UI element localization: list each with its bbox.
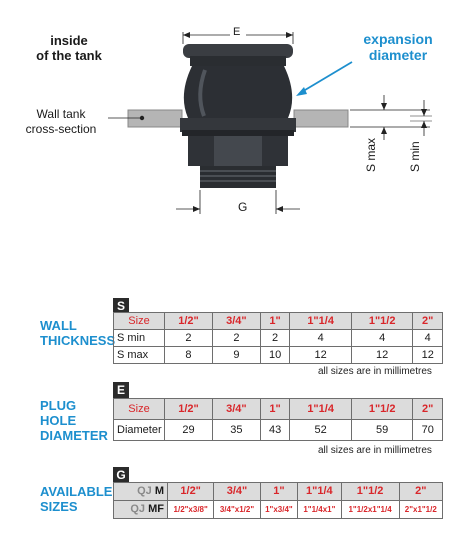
value-cell: 10 xyxy=(259,346,291,364)
dimension-g-label: G xyxy=(238,200,248,214)
plug-size-cell: 1/2" xyxy=(164,398,213,420)
row-label-m: QJ M xyxy=(113,482,168,501)
dimension-e-label: E xyxy=(233,26,241,38)
plug-diagram: inside of the tank expansion diameter Wa… xyxy=(0,0,466,250)
size-cell: 1"1/4x1" xyxy=(297,500,342,519)
wall-note: all sizes are in millimetres xyxy=(318,366,432,377)
size-cell: 1"1/4 xyxy=(297,482,342,501)
wall-right xyxy=(293,109,349,128)
row-label-mf: QJ MF xyxy=(113,500,168,519)
plug-size-cell: 1"1/2 xyxy=(350,398,414,420)
available-row-mf: QJ MF 1/2"x3/8" 3/4"x1/2" 1"x3/4" 1"1/4x… xyxy=(113,500,444,519)
value-cell: 12 xyxy=(289,346,352,364)
wall-tank-label: Wall tank cross-section xyxy=(25,107,97,136)
value-cell: 35 xyxy=(211,419,261,441)
dimension-smin-label: S min xyxy=(408,141,422,172)
wall-badge: S xyxy=(113,298,129,314)
plug-size-cell: 2" xyxy=(412,398,443,420)
thread xyxy=(200,166,276,188)
wall-size-cell: 1/2" xyxy=(164,312,213,330)
value-cell: 29 xyxy=(164,419,213,441)
plug-row-diameter: Diameter 29 35 43 52 59 70 xyxy=(113,419,443,441)
size-cell: 3/4" xyxy=(213,482,261,501)
inside-tank-label: inside of the tank xyxy=(36,33,102,63)
wall-title: Wall thickness xyxy=(40,318,116,348)
plug-drawing xyxy=(108,32,432,214)
size-cell: 1"x3/4" xyxy=(259,500,299,519)
plug-size-cell: 1"1/4 xyxy=(289,398,352,420)
value-cell: 52 xyxy=(289,419,352,441)
plug-header-row: Size 1/2" 3/4" 1" 1"1/4 1"1/2 2" xyxy=(113,398,443,420)
plug-size-cell: 3/4" xyxy=(211,398,261,420)
wall-left xyxy=(127,109,183,128)
wall-header-row: Size 1/2" 3/4" 1" 1"1/4 1"1/2 2" xyxy=(113,312,443,330)
available-badge: G xyxy=(113,467,129,483)
size-cell: 1" xyxy=(259,482,299,501)
wall-row-smax: S max 8 9 10 12 12 12 xyxy=(113,346,443,364)
available-title: Available sizes xyxy=(40,484,113,514)
row-label: S max xyxy=(113,346,165,364)
wall-size-cell: 2" xyxy=(412,312,443,330)
wall-table: Size 1/2" 3/4" 1" 1"1/4 1"1/2 2" S min 2… xyxy=(113,312,443,364)
plug-table: Size 1/2" 3/4" 1" 1"1/4 1"1/2 2" Diamete… xyxy=(113,398,443,441)
wall-header-label: Size xyxy=(113,312,165,330)
value-cell: 43 xyxy=(259,419,291,441)
rubber-body xyxy=(183,66,293,118)
plug-cap xyxy=(183,44,293,58)
row-label: S min xyxy=(113,329,165,347)
value-cell: 12 xyxy=(350,346,414,364)
wall-size-cell: 1" xyxy=(259,312,291,330)
dimension-smax-label: S max xyxy=(364,137,378,172)
plug-note: all sizes are in millimetres xyxy=(318,445,432,456)
value-cell: 4 xyxy=(289,329,352,347)
value-cell: 59 xyxy=(350,419,414,441)
plug-title: Plug hole diameter xyxy=(40,398,108,443)
size-cell: 3/4"x1/2" xyxy=(213,500,261,519)
value-cell: 2 xyxy=(259,329,291,347)
wall-size-cell: 3/4" xyxy=(211,312,261,330)
value-cell: 4 xyxy=(350,329,414,347)
value-cell: 4 xyxy=(412,329,443,347)
available-table: QJ M 1/2" 3/4" 1" 1"1/4 1"1/2 2" QJ MF 1… xyxy=(113,482,444,519)
value-cell: 70 xyxy=(412,419,443,441)
flange xyxy=(180,118,296,132)
plug-header-label: Size xyxy=(113,398,165,420)
value-cell: 8 xyxy=(164,346,213,364)
available-row-m: QJ M 1/2" 3/4" 1" 1"1/4 1"1/2 2" xyxy=(113,482,444,501)
size-cell: 1/2"x3/8" xyxy=(166,500,215,519)
plug-size-cell: 1" xyxy=(259,398,291,420)
value-cell: 9 xyxy=(211,346,261,364)
value-cell: 2 xyxy=(164,329,213,347)
value-cell: 2 xyxy=(211,329,261,347)
wall-size-cell: 1"1/4 xyxy=(289,312,352,330)
plug-badge: E xyxy=(113,382,129,398)
size-cell: 1/2" xyxy=(166,482,215,501)
size-cell: 1"1/2x1"1/4 xyxy=(340,500,400,519)
wall-row-smin: S min 2 2 2 4 4 4 xyxy=(113,329,443,347)
expansion-diameter-label: expansion diameter xyxy=(363,31,433,63)
row-label: Diameter xyxy=(113,419,165,441)
size-cell: 2" xyxy=(398,482,444,501)
value-cell: 12 xyxy=(412,346,443,364)
wall-size-cell: 1"1/2 xyxy=(350,312,414,330)
size-cell: 1"1/2 xyxy=(340,482,400,501)
size-cell: 2"x1"1/2 xyxy=(398,500,444,519)
